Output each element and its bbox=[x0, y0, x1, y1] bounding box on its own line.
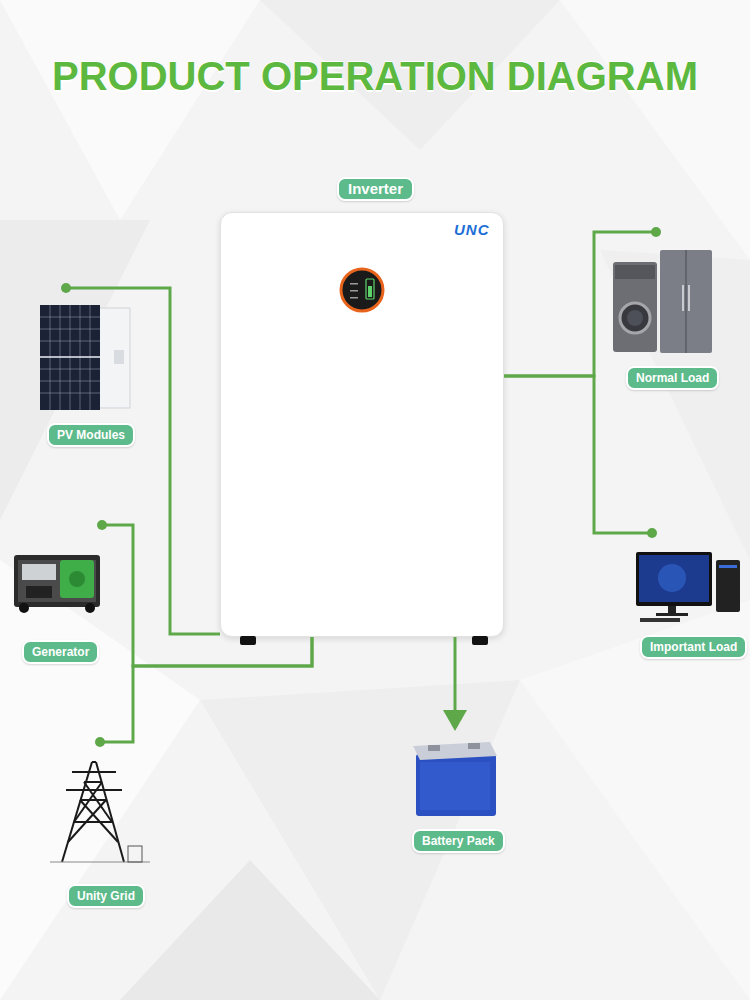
power-connector bbox=[102, 525, 312, 666]
appliance-illustration bbox=[613, 250, 712, 353]
junction-dot bbox=[97, 520, 107, 530]
node-label: Battery Pack bbox=[412, 829, 505, 853]
power-connector bbox=[100, 637, 312, 742]
load-node: Important Load bbox=[628, 533, 746, 661]
power-connector bbox=[504, 376, 652, 533]
node-label: PV Modules bbox=[47, 423, 135, 447]
power-connector bbox=[454, 637, 457, 728]
power-tower-illustration bbox=[50, 762, 150, 862]
source-node: Unity Grid bbox=[45, 742, 157, 912]
source-node: PV Modules bbox=[38, 288, 138, 450]
computer-illustration bbox=[636, 552, 740, 622]
node-label: Normal Load bbox=[626, 366, 719, 390]
node-heading: Inverter bbox=[337, 177, 414, 201]
junction-dot bbox=[651, 227, 661, 237]
diagram-title: PRODUCT OPERATION DIAGRAM bbox=[0, 52, 750, 100]
load-node: Normal Load bbox=[605, 232, 723, 390]
pv-panel-illustration bbox=[40, 305, 130, 410]
node-label: Unity Grid bbox=[67, 884, 145, 908]
node-label: Generator bbox=[22, 640, 99, 664]
junction-dot bbox=[647, 528, 657, 538]
node-label: Important Load bbox=[640, 635, 747, 659]
storage-node: Battery Pack bbox=[405, 728, 517, 856]
inverter-foot bbox=[472, 636, 488, 645]
power-connector bbox=[504, 232, 656, 376]
inverter-box: InverterUNC bbox=[220, 212, 504, 637]
source-node: Generator bbox=[10, 518, 104, 664]
junction-dot bbox=[61, 283, 71, 293]
battery-cell-illustration bbox=[413, 742, 497, 816]
status-display bbox=[341, 269, 383, 311]
inverter-foot bbox=[240, 636, 256, 645]
generator-illustration bbox=[14, 555, 100, 613]
brand-logo: UNC bbox=[454, 221, 490, 238]
junction-dot bbox=[95, 737, 105, 747]
power-connector bbox=[66, 288, 220, 634]
